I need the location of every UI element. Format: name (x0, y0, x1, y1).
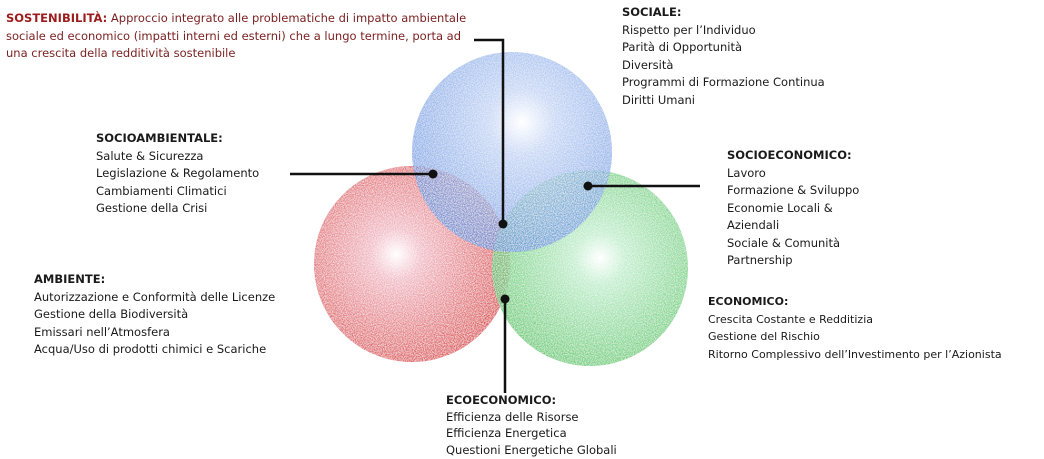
ambiente-block: AMBIENTE: Autorizzazione e Conformità de… (34, 271, 275, 359)
socioambientale-item: Cambiamenti Climatici (96, 183, 227, 198)
socioambientale-item: Salute & Sicurezza (96, 148, 204, 163)
socioeconomico-item: Formazione & Sviluppo (727, 183, 860, 197)
socioeconomico-title: SOCIOECONOMICO: (727, 148, 852, 162)
sostenibilita-description: Approccio integrato alle problematiche d… (6, 11, 467, 60)
sostenibilita-title: SOSTENIBILITÀ: (6, 11, 108, 25)
socioambientale-item: Legislazione & Regolamento (96, 166, 260, 180)
sostenibilita-dot (498, 219, 508, 229)
economico-item: Ritorno Complessivo dell’Investimento pe… (708, 347, 1002, 361)
socioeconomico-item: Economie Locali & (727, 200, 833, 215)
social-circle (412, 52, 612, 252)
socioeconomico-dot (583, 181, 593, 191)
socioeconomico-item: Sociale & Comunità (727, 235, 841, 250)
economico-block: ECONOMICO: Crescita Costante e Redditizi… (708, 293, 1002, 363)
sociale-item: Diritti Umani (622, 92, 695, 107)
connector-dots (428, 169, 593, 304)
ecoeconomico-item: Efficienza delle Risorse (446, 409, 579, 424)
sostenibilita-connector (474, 38, 505, 224)
sociale-title: SOCIALE: (622, 5, 682, 19)
ecoeconomico-dot (500, 294, 510, 304)
ambiente-item: Gestione della Biodiversità (34, 307, 189, 321)
socioambientale-item: Gestione della Crisi (96, 201, 208, 215)
connectors (290, 38, 700, 393)
sociale-item: Programmi di Formazione Continua (622, 75, 825, 89)
ecoeconomico-title: ECOECONOMICO: (446, 393, 557, 407)
ambiente-title: AMBIENTE: (34, 272, 106, 286)
economico-item: Gestione del Rischio (708, 330, 820, 343)
ambiente-item: Acqua/Uso di prodotti chimici e Scariche (34, 342, 267, 356)
socioeconomico-block: SOCIOECONOMICO: Lavoro Formazione & Svil… (727, 147, 859, 270)
socioambientale-title: SOCIOAMBIENTALE: (96, 131, 223, 145)
ambiente-item: Emissari nell’Atmosfera (34, 324, 170, 339)
ambiente-item: Autorizzazione e Conformità delle Licenz… (34, 289, 276, 304)
ecoeconomico-item: Efficienza Energetica (446, 426, 567, 440)
sociale-block: SOCIALE: Rispetto per l’Individuo Parità… (622, 4, 825, 109)
economico-item: Crescita Costante e Redditizia (708, 312, 873, 326)
sostenibilita-definition: SOSTENIBILITÀ: Approccio integrato alle … (6, 10, 476, 63)
socioeconomico-item: Lavoro (727, 165, 766, 180)
sociale-item: Rispetto per l’Individuo (622, 22, 756, 37)
sociale-item: Diversità (622, 57, 674, 72)
sociale-item: Parità di Opportunità (622, 40, 743, 54)
economico-title: ECONOMICO: (708, 295, 789, 308)
ecoeconomico-block: ECOECONOMICO: Efficienza delle Risorse E… (446, 392, 617, 458)
socioeconomico-item: Aziendali (727, 218, 780, 232)
socioambientale-dot (428, 169, 438, 179)
socioambientale-block: SOCIOAMBIENTALE: Salute & Sicurezza Legi… (96, 130, 259, 218)
socioeconomico-item: Partnership (727, 253, 793, 267)
ecoeconomico-item: Questioni Energetiche Globali (446, 442, 617, 457)
